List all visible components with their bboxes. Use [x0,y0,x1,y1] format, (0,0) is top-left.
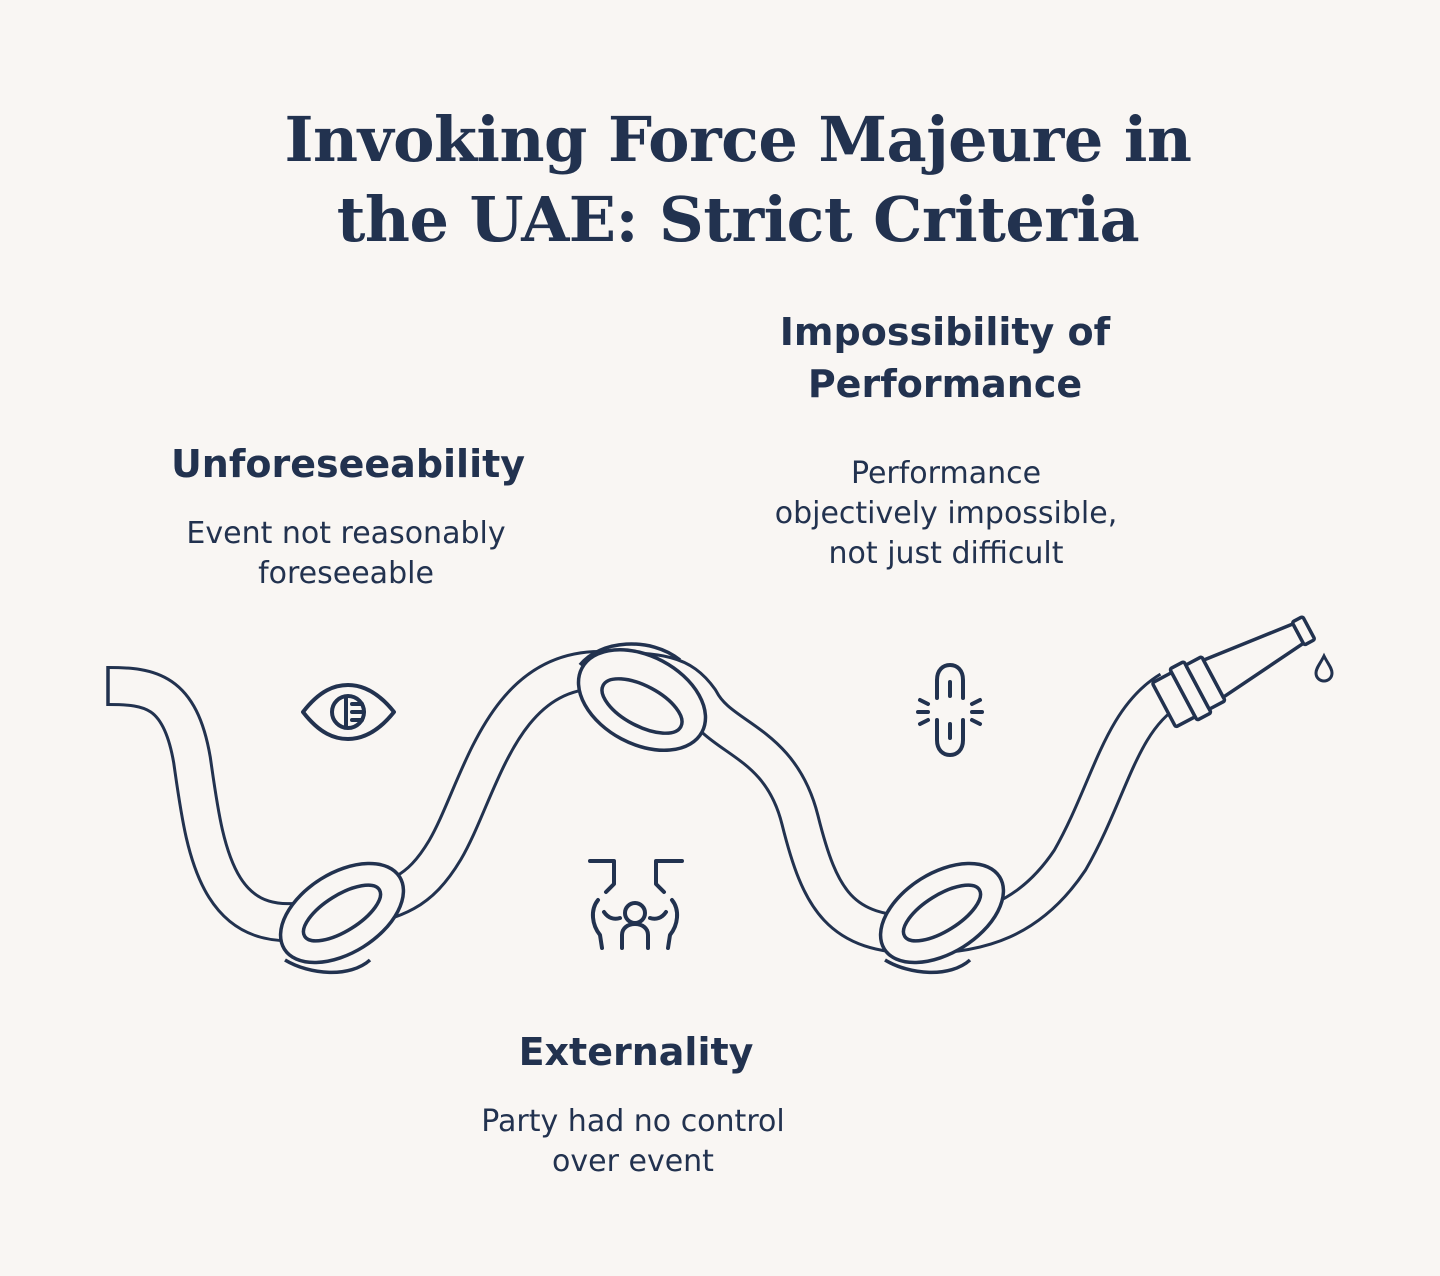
criterion-description-line: Event not reasonably [186,516,506,551]
knot-right [878,861,1006,975]
criterion-description-line: not just difficult [828,536,1064,571]
knot-left [278,861,406,975]
water-drop-icon [1314,652,1334,683]
criterion-description-externality: Party had no control over event [433,1102,833,1182]
criterion-description-unforeseeability: Event not reasonably foreseeable [146,514,546,594]
criterion-description-line: over event [552,1144,714,1179]
criterion-description-line: Performance [850,456,1042,491]
criterion-description-impossibility: Performance objectively impossible, not … [746,454,1146,574]
title-line-2: the UAE: Strict Criteria [336,183,1140,256]
criterion-heading-impossibility: Impossibility of Performance [745,306,1145,410]
criterion-heading-line: Performance [807,362,1083,406]
criterion-heading-unforeseeability: Unforeseeability [148,438,548,490]
hose-nozzle [1151,615,1316,729]
criterion-heading-externality: Externality [436,1026,836,1078]
criterion-heading-line: Impossibility of [779,310,1111,354]
criterion-description-line: objectively impossible, [774,496,1118,531]
external-control-icon [588,859,684,950]
page-title: Invoking Force Majeure in the UAE: Stric… [0,100,1440,260]
knot-middle [576,642,708,753]
eye-icon [301,683,396,741]
criterion-description-line: Party had no control [481,1104,785,1139]
broken-chain-icon [916,663,984,757]
criterion-heading-line: Externality [518,1030,754,1074]
criterion-description-line: foreseeable [258,556,434,591]
title-line-1: Invoking Force Majeure in [284,103,1193,176]
criterion-heading-line: Unforeseeability [170,442,526,486]
